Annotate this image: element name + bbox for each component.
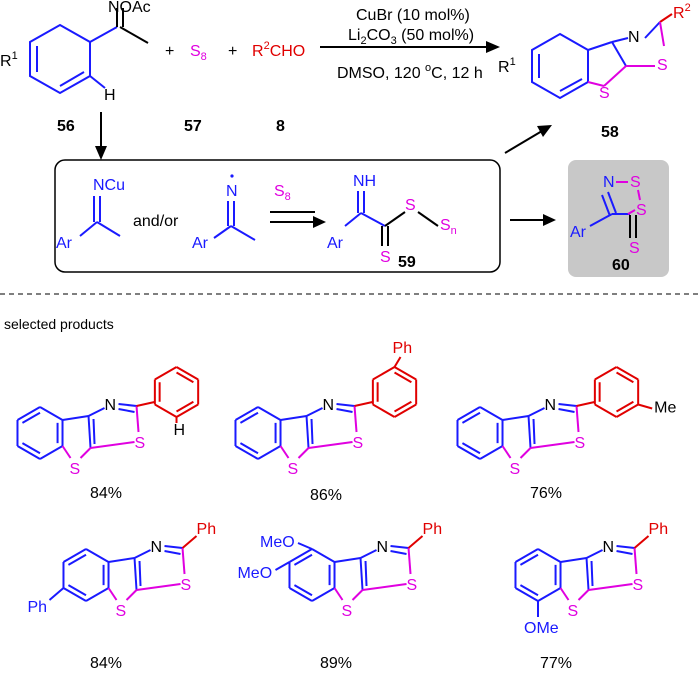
atom-s: S [599,85,610,102]
arrow-to-60 [510,214,556,226]
atom-n: N [545,397,557,414]
copper-imine-intermediate: NCu Ar [56,177,125,252]
atom-s: S [629,240,640,257]
atom-s: S [342,603,353,620]
compound-60: N S S S Ar 60 [568,160,669,277]
atom-s: S [353,435,364,452]
compound-8: R2CHO 8 [252,40,305,135]
compound-label-58: 58 [601,124,619,141]
yield-label: 89% [320,655,352,672]
atom-s: S [636,202,647,219]
h-label: H [104,87,116,104]
atom-s: S [407,577,418,594]
atom-s: S [630,174,641,191]
r1-label: R1 [498,56,516,76]
compound-label-60: 60 [612,257,630,274]
yield-label: 84% [90,655,122,672]
compound-58: N S S R2 R1 58 [498,2,691,141]
compound-57: S8 57 [184,43,207,135]
s8-arrow: S8 [270,183,326,228]
product-2: N S S Ph 86% [234,340,418,504]
yield-label: 77% [540,655,572,672]
methoxy-label: MeO [237,565,272,582]
methoxy-label: OMe [524,620,559,637]
atom-s: S [575,435,586,452]
ph-label: Ph [27,599,47,616]
ar-label: Ar [327,235,344,252]
atom-n: N [603,539,615,556]
ph-label: Ph [197,521,217,538]
ph-label: Ph [423,521,443,538]
atom-s: S [380,249,391,266]
section-title: selected products [4,316,114,332]
compound-56: NOAc H R1 56 [0,0,151,135]
atom-n: N [105,397,117,414]
products-grid: NSSH84%NSSPh86%NSSMe76%NSSPhPh84%NSSPhMe… [16,340,676,672]
condition-solvent: DMSO, 120 oC, 12 h [337,62,483,82]
oxime-label: NOAc [108,0,151,16]
atom-n: N [323,397,335,414]
s8-label: S8 [274,183,291,203]
benzene-ring-56 [29,23,91,95]
atom-n: N [628,29,640,46]
arrow-down [95,112,107,160]
atom-n: N [151,539,163,556]
n-radical-label: N [226,183,238,200]
compound-label-56: 56 [57,118,75,135]
atom-s: S [510,461,521,478]
ar-label: Ar [56,235,73,252]
mechanism-box [54,159,501,273]
and-or-text: and/or [133,213,179,230]
aldehyde-label: R2CHO [252,40,305,60]
product-1: N S S H 84% [16,366,200,502]
r2-label: R2 [673,2,691,22]
atom-s: S [116,603,127,620]
atom-s: S [288,461,299,478]
atom-s: S [568,603,579,620]
yield-label: 84% [90,485,122,502]
sn-label: Sn [440,217,457,237]
methoxy-label: MeO [260,534,295,551]
atom-n: N [603,174,615,191]
atom-s: S [633,577,644,594]
benzene-ring-58 [531,32,589,100]
ph-label: Ph [649,521,669,538]
s8-label: S8 [190,43,207,63]
condition-catalyst: CuBr (10 mol%) [356,7,470,24]
ph-label: Ph [393,340,413,357]
condition-base: Li2CO3 (50 mol%) [348,27,474,47]
atom-n: N [377,539,389,556]
ar-label: Ar [192,235,209,252]
compound-label-57: 57 [184,118,202,135]
h-label: H [174,422,186,439]
iminyl-radical: N Ar [192,174,256,252]
atom-s: S [181,577,192,594]
atom-s: S [657,57,668,74]
yield-label: 86% [310,487,342,504]
compound-label-8: 8 [276,118,285,135]
reaction-arrow: CuBr (10 mol%) Li2CO3 (50 mol%) DMSO, 12… [320,7,500,82]
product-3: N S S Me 76% [456,366,676,502]
ncu-label: NCu [93,177,125,194]
plus-sign: + [228,43,237,60]
ar-label: Ar [570,224,587,241]
methyl-label: Me [654,400,676,417]
yield-label: 76% [530,485,562,502]
compound-label-59: 59 [398,254,416,271]
atom-s: S [405,197,416,214]
r1-label: R1 [0,50,18,70]
atom-s: S [70,461,81,478]
plus-sign: + [165,43,174,60]
compound-59: NH Ar S S Sn 59 [327,173,457,271]
nh-label: NH [353,173,376,190]
arrow-to-58 [504,125,552,154]
atom-s: S [135,435,146,452]
